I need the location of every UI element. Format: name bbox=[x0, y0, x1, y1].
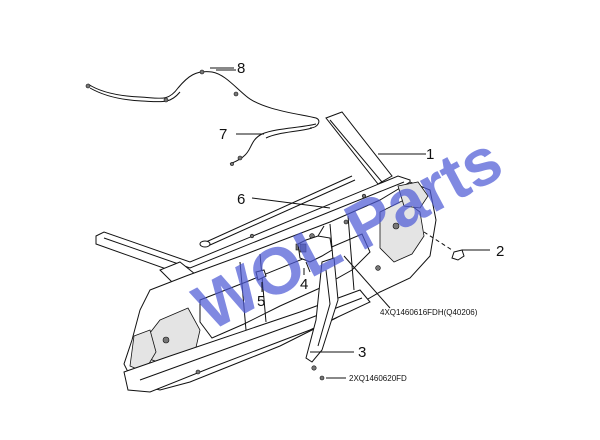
leader-lines bbox=[210, 67, 490, 379]
callout-5: 5 bbox=[257, 293, 265, 310]
callout-3: 3 bbox=[358, 344, 366, 361]
callout-1: 1 bbox=[426, 146, 434, 163]
part-5-clip bbox=[255, 269, 267, 281]
callout-6: 6 bbox=[237, 191, 245, 208]
part-number-latch-bolts: 4XQ1460616FDH(Q40206) bbox=[380, 308, 478, 317]
callout-7: 7 bbox=[219, 126, 227, 143]
part-2-fastener bbox=[423, 231, 465, 261]
part-number-bracket-nuts: 2XQ1460620FD bbox=[349, 374, 407, 383]
callout-4: 4 bbox=[300, 276, 308, 293]
part-1-radiator-support bbox=[95, 111, 437, 393]
callout-8: 8 bbox=[237, 60, 245, 77]
callout-labels: 8 7 6 1 2 4 5 3 bbox=[219, 60, 504, 361]
part-6-support-rod bbox=[199, 175, 356, 248]
part-4-hood-latch bbox=[297, 225, 333, 273]
callout-2: 2 bbox=[496, 243, 504, 260]
part-7-cable bbox=[229, 123, 317, 166]
part-3-vertical-bracket bbox=[305, 257, 339, 381]
part-8-hood-cable bbox=[85, 69, 320, 129]
